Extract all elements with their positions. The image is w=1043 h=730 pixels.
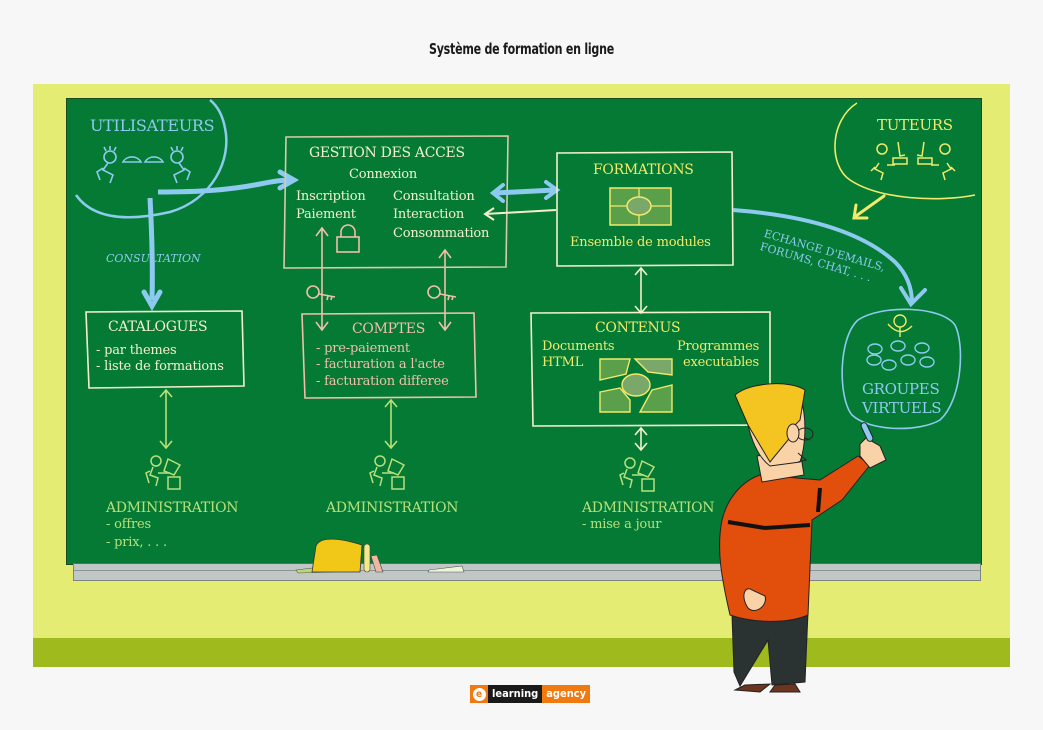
access-formations-arrow <box>494 187 556 196</box>
admin-item: - prix, . . . <box>106 535 167 550</box>
comptes-item: - facturation a l'acte <box>316 357 445 372</box>
logo-learning: learning <box>488 685 543 703</box>
sponge-and-chalk <box>295 538 465 574</box>
users-label: UTILISATEURS <box>90 116 215 135</box>
contenus-left-line-2: HTML <box>542 355 584 370</box>
tutors-label: TUTEURS <box>877 116 953 134</box>
admin-item: - offres <box>106 517 151 532</box>
access-item-consommation: Consommation <box>393 226 490 241</box>
formations-to-groups-arrow <box>732 208 914 304</box>
key-icon <box>306 285 457 301</box>
tutors-arrow <box>852 194 886 220</box>
arrowhead <box>483 207 495 221</box>
access-title: GESTION DES ACCES <box>309 145 465 161</box>
elearning-agency-logo: e learning agency <box>470 685 591 703</box>
access-box-frame <box>283 135 509 269</box>
access-item-consultation: Consultation <box>393 189 475 204</box>
classroom-floor <box>33 638 1010 667</box>
modules-puzzle-icon <box>609 187 672 226</box>
formations-subtitle: Ensemble de modules <box>570 235 711 250</box>
content-puzzle-icon <box>599 358 673 413</box>
groups-circle <box>841 308 962 430</box>
admin-computer-icon <box>145 455 656 492</box>
contenus-right-line-2: executables <box>683 355 759 370</box>
comptes-item: - facturation differee <box>316 374 449 389</box>
arrowhead <box>141 289 163 312</box>
users-to-access-arrow <box>157 177 293 195</box>
admin-label: ADMINISTRATION <box>106 500 239 516</box>
comptes-box-frame <box>301 312 477 399</box>
admin-item: - mise a jour <box>582 517 662 532</box>
access-connexion: Connexion <box>349 167 418 182</box>
logo-e-icon: e <box>470 685 488 703</box>
comptes-item: - pre-paiement <box>316 341 410 356</box>
page-title: Système de formation en ligne <box>428 40 615 58</box>
formations-box-frame <box>556 151 734 267</box>
comptes-title: COMPTES <box>352 321 425 337</box>
formations-title: FORMATIONS <box>593 162 694 178</box>
users-at-desks-icon <box>96 146 191 184</box>
catalogues-title: CATALOGUES <box>108 319 208 335</box>
groups-label-line-1: GROUPES <box>862 380 940 398</box>
group-circles-icon <box>866 314 935 371</box>
arrowhead <box>899 286 927 308</box>
formations-contenus-arrow <box>634 266 648 315</box>
admin-links <box>159 388 648 452</box>
contenus-left-line-1: Documents <box>542 339 615 354</box>
users-to-catalogues-arrow <box>147 197 155 301</box>
access-item-paiement: Paiement <box>296 207 356 222</box>
access-item-interaction: Interaction <box>393 207 465 222</box>
formations-to-access-arrow <box>484 209 557 215</box>
teacher-character <box>719 383 887 693</box>
groups-label-line-2: VIRTUELS <box>862 399 942 417</box>
logo-agency: agency <box>542 685 591 703</box>
padlock-icon <box>336 224 360 253</box>
consultation-label: CONSULTATION <box>106 252 201 265</box>
access-comptes-links <box>315 226 452 332</box>
catalogues-item: - liste de formations <box>96 359 224 374</box>
access-item-inscription: Inscription <box>296 189 366 204</box>
admin-label: ADMINISTRATION <box>582 500 715 516</box>
contenus-title: CONTENUS <box>595 320 681 336</box>
catalogues-box-frame <box>85 310 245 389</box>
tutors-circle <box>834 102 976 200</box>
contenus-right-line-1: Programmes <box>677 339 760 354</box>
catalogues-item: - par themes <box>96 343 177 358</box>
tutors-at-computers-icon <box>870 141 956 181</box>
admin-label: ADMINISTRATION <box>326 500 459 516</box>
